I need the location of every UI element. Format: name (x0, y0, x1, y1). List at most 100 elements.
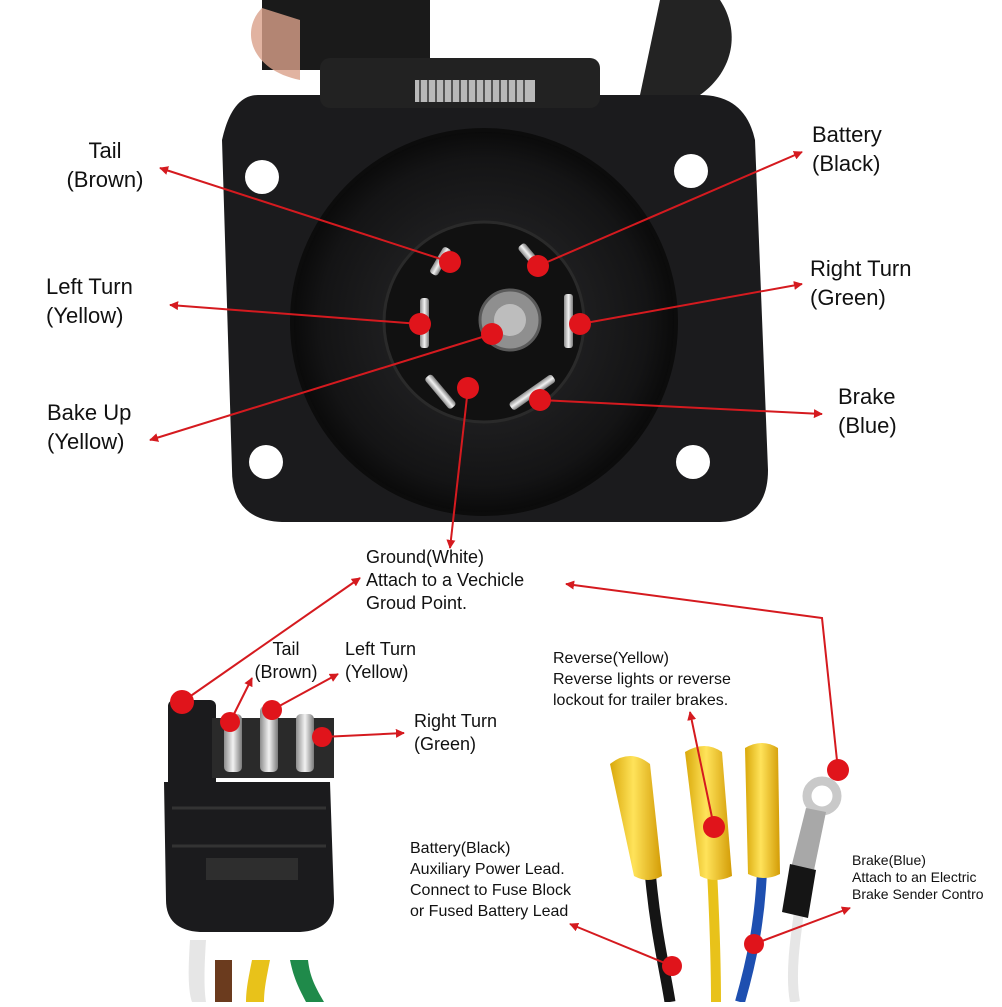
label-tail-plug: Tail (Brown) (246, 638, 326, 684)
yellow-connector-3 (745, 743, 780, 878)
wire-black (644, 869, 676, 1003)
label-text: Battery(Black) (410, 840, 511, 857)
mount-hole-bottom-right (676, 445, 710, 479)
marker-plug-tail (220, 712, 240, 732)
mount-hole-top-right (674, 154, 708, 188)
marker-reverse (703, 816, 725, 838)
label-bake-up: Bake Up (Yellow) (47, 398, 131, 456)
arrow-ring-ground (565, 580, 839, 771)
label-tail-top: Tail (Brown) (58, 136, 152, 194)
marker-plug-right-turn (312, 727, 332, 747)
wire-brown (215, 960, 232, 1002)
socket-center-screw (494, 304, 526, 336)
marker-plug-ground (170, 690, 194, 714)
label-text: or Fused Battery Lead (410, 903, 569, 920)
wire-reverse-yellow (707, 869, 721, 1003)
label-text: (Brown) (66, 167, 144, 192)
label-text: Attach to a Vechicle (366, 570, 525, 590)
four-way-plug (164, 700, 334, 1002)
yellow-connector-2 (685, 746, 732, 880)
label-text: Left Turn (345, 639, 417, 659)
label-text: (Yellow) (46, 303, 124, 328)
label-text: lockout for trailer brakes. (553, 692, 729, 709)
arrow-battery-lead (569, 922, 673, 967)
marker-battery (527, 255, 549, 277)
label-text: Brake Sender Contro (852, 886, 984, 902)
red-markers (170, 251, 849, 976)
label-left-turn-top: Left Turn (Yellow) (46, 272, 133, 330)
marker-ground (457, 377, 479, 399)
label-right-turn-top: Right Turn (Green) (810, 254, 912, 312)
label-text: Connect to Fuse Block (410, 882, 571, 899)
plug-body (164, 782, 334, 932)
marker-ring-ground (827, 759, 849, 781)
marker-plug-left-turn (262, 700, 282, 720)
arrow-tail (159, 166, 451, 263)
label-text: (Yellow) (345, 662, 409, 682)
hand-hint (250, 8, 300, 80)
wire-green (290, 960, 324, 1002)
wire-yellow (246, 960, 270, 1002)
arrow-battery (537, 151, 803, 267)
label-brake-lead: Brake(Blue) Attach to an Electric Brake … (852, 852, 984, 903)
socket-pins (420, 243, 573, 410)
arrow-brake (539, 399, 823, 419)
seven-way-socket (222, 0, 768, 522)
label-battery-top: Battery (Black) (812, 120, 882, 178)
label-brake-top: Brake (Blue) (838, 382, 897, 440)
label-text: (Black) (812, 151, 881, 176)
ring-terminal-barrel (790, 808, 826, 880)
marker-left-turn (409, 313, 431, 335)
label-text: Auxiliary Power Lead. (410, 861, 565, 878)
arrow-ground (446, 387, 469, 549)
label-text: Attach to an Electric (852, 869, 977, 885)
wire-white-ground (787, 904, 805, 1003)
marker-bake-up (481, 323, 503, 345)
label-left-turn-plug: Left Turn (Yellow) (345, 638, 416, 684)
marker-brake (529, 389, 551, 411)
arrow-plug-ground (181, 577, 361, 703)
label-text: Groud Point. (366, 593, 468, 613)
ring-terminal (802, 776, 842, 816)
label-battery-lead: Battery(Black) Auxiliary Power Lead. Con… (410, 838, 571, 922)
arrow-brake-lead (753, 906, 851, 945)
mount-hole-top-left (245, 160, 279, 194)
label-reverse: Reverse(Yellow) Reverse lights or revers… (553, 648, 731, 711)
plug-pin-3 (296, 714, 314, 772)
hinge-spring (415, 80, 535, 102)
label-text: Bake Up (47, 400, 132, 425)
marker-right-turn (569, 313, 591, 335)
arrow-bake-up (149, 333, 493, 442)
arrow-right-turn (579, 281, 803, 325)
label-text: Tail (272, 639, 300, 659)
socket-rear-housing (262, 0, 430, 70)
ring-terminal-sleeve (782, 864, 816, 918)
mount-hole-bottom-left (249, 445, 283, 479)
callout-arrows (149, 151, 851, 967)
arrow-reverse (687, 711, 715, 828)
label-ground: Ground(White) Attach to a Vechicle Groud… (366, 546, 524, 615)
marker-tail (439, 251, 461, 273)
label-text: Tail (88, 138, 122, 163)
label-text: Brake (838, 384, 896, 409)
label-text: Battery (812, 122, 882, 147)
label-text: (Green) (810, 285, 886, 310)
socket-cable (640, 0, 732, 95)
label-text: Left Turn (46, 274, 133, 299)
label-text: (Brown) (254, 662, 318, 682)
arrow-plug-left-turn (271, 673, 339, 711)
label-text: Right Turn (414, 711, 498, 731)
arrow-left-turn (169, 301, 421, 325)
label-text: Reverse lights or reverse (553, 671, 731, 688)
label-text: Ground(White) (366, 547, 485, 567)
loose-wire-bundle (610, 743, 842, 1004)
label-text: (Blue) (838, 413, 897, 438)
plug-ground-tab (168, 700, 216, 790)
label-text: Brake(Blue) (852, 852, 926, 868)
label-right-turn-plug: Right Turn (Green) (414, 710, 497, 756)
plug-pin-2 (260, 706, 278, 772)
arrow-plug-right-turn (321, 728, 405, 738)
wire-white (188, 940, 206, 1002)
